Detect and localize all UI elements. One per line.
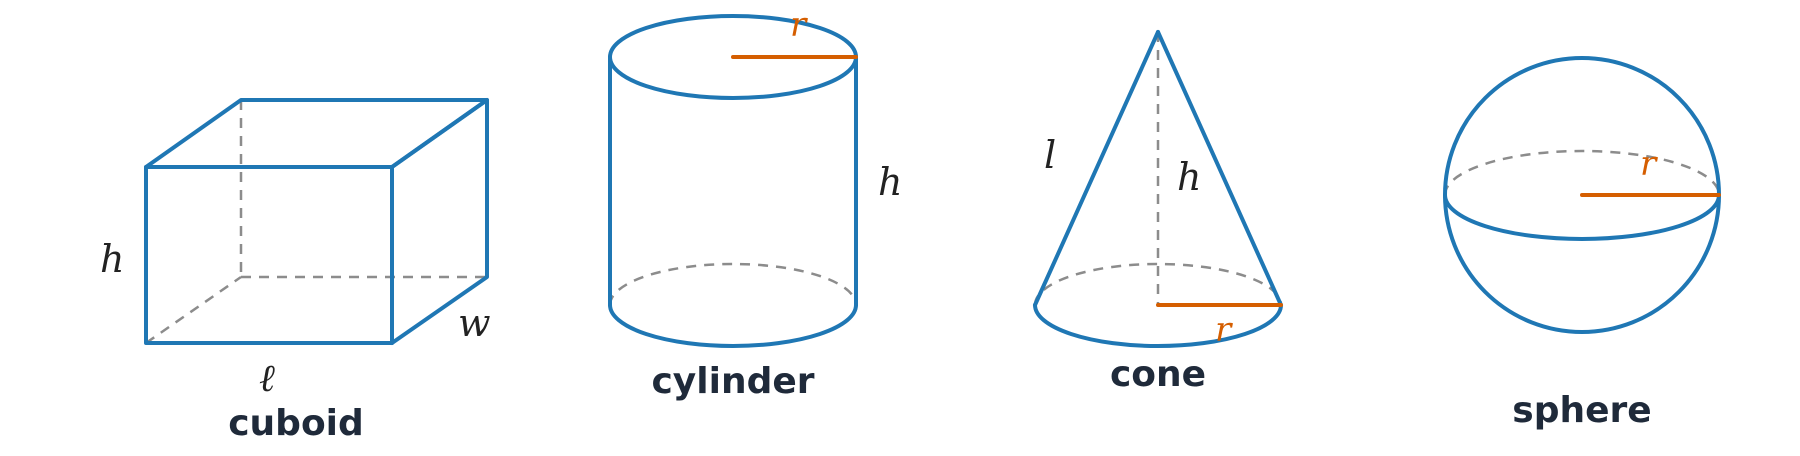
cone-height-label: h	[1177, 155, 1201, 199]
cuboid-width-label: w	[458, 301, 491, 345]
cone-name-label: cone	[1110, 354, 1206, 395]
sphere-figure: r sphere	[1443, 56, 1721, 431]
cylinder-height-label: h	[878, 160, 902, 204]
cuboid-right-face	[390, 98, 489, 345]
cone-figure: l h r cone	[1033, 30, 1283, 395]
cone-right-slant	[1156, 30, 1283, 307]
cylinder-hidden-base-arc	[608, 262, 858, 306]
cuboid-hidden-edge-depth	[145, 275, 242, 345]
cylinder-figure: r h cylinder	[608, 5, 902, 402]
cone-left-slant	[1033, 30, 1160, 307]
cylinder-name-label: cylinder	[651, 361, 814, 402]
cylinder-base-arc	[608, 303, 858, 348]
cone-slant-label: l	[1044, 133, 1056, 177]
cuboid-name-label: cuboid	[228, 403, 364, 444]
cuboid-height-label: h	[100, 237, 124, 281]
cuboid-figure: h w ℓ cuboid	[100, 98, 491, 444]
sphere-radius-label: r	[1640, 144, 1658, 184]
cuboid-top-face	[144, 98, 489, 169]
sphere-name-label: sphere	[1512, 390, 1651, 431]
cone-base-arc	[1033, 303, 1283, 348]
sphere-hidden-equator-arc	[1443, 149, 1721, 196]
cone-radius-label: r	[1215, 310, 1233, 350]
cylinder-radius-label: r	[790, 5, 808, 45]
cuboid-length-label: ℓ	[259, 356, 275, 400]
cone-hidden-base-arc	[1033, 262, 1283, 306]
sphere-equator-arc	[1443, 193, 1721, 241]
